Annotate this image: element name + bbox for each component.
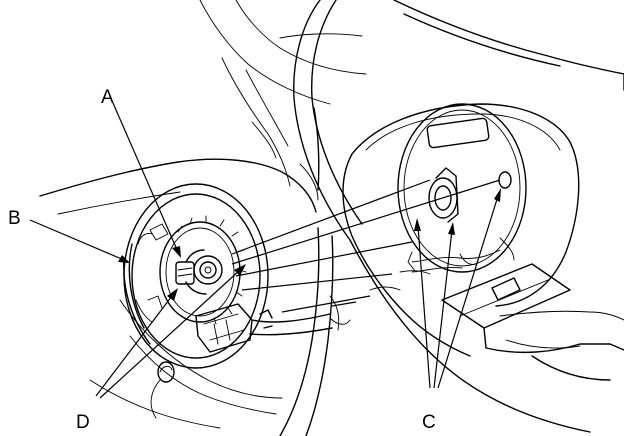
leader-c-3 [437,195,499,389]
leader-c-2 [433,229,453,389]
arrowhead-c-3 [494,188,501,202]
arrowhead-b [118,255,130,263]
cable-reel-assembly [123,183,333,383]
exploded-view-lines [231,179,501,313]
leader-a [112,102,179,253]
arrowhead-d-2 [234,264,246,276]
leader-c-1 [417,225,431,389]
steering-wheel-right [293,0,624,433]
leader-b [29,219,125,261]
wheel-lower-cover [369,263,624,381]
label-d: D [76,412,90,433]
arrowhead-d-1 [167,288,178,301]
label-a: A [101,87,114,108]
arrowhead-a [172,246,181,258]
leader-d-2 [99,269,241,399]
dashboard-outline [199,0,367,201]
arrowhead-c-2 [448,222,455,235]
callout-leaders [29,102,501,399]
steering-hub [397,103,527,273]
steering-wheel-rim-left [39,107,351,436]
leader-d-1 [95,295,173,397]
label-b: B [8,208,21,229]
callout-labels: A B C D [8,87,436,433]
arrowhead-c-1 [414,218,421,231]
label-c: C [422,412,436,433]
